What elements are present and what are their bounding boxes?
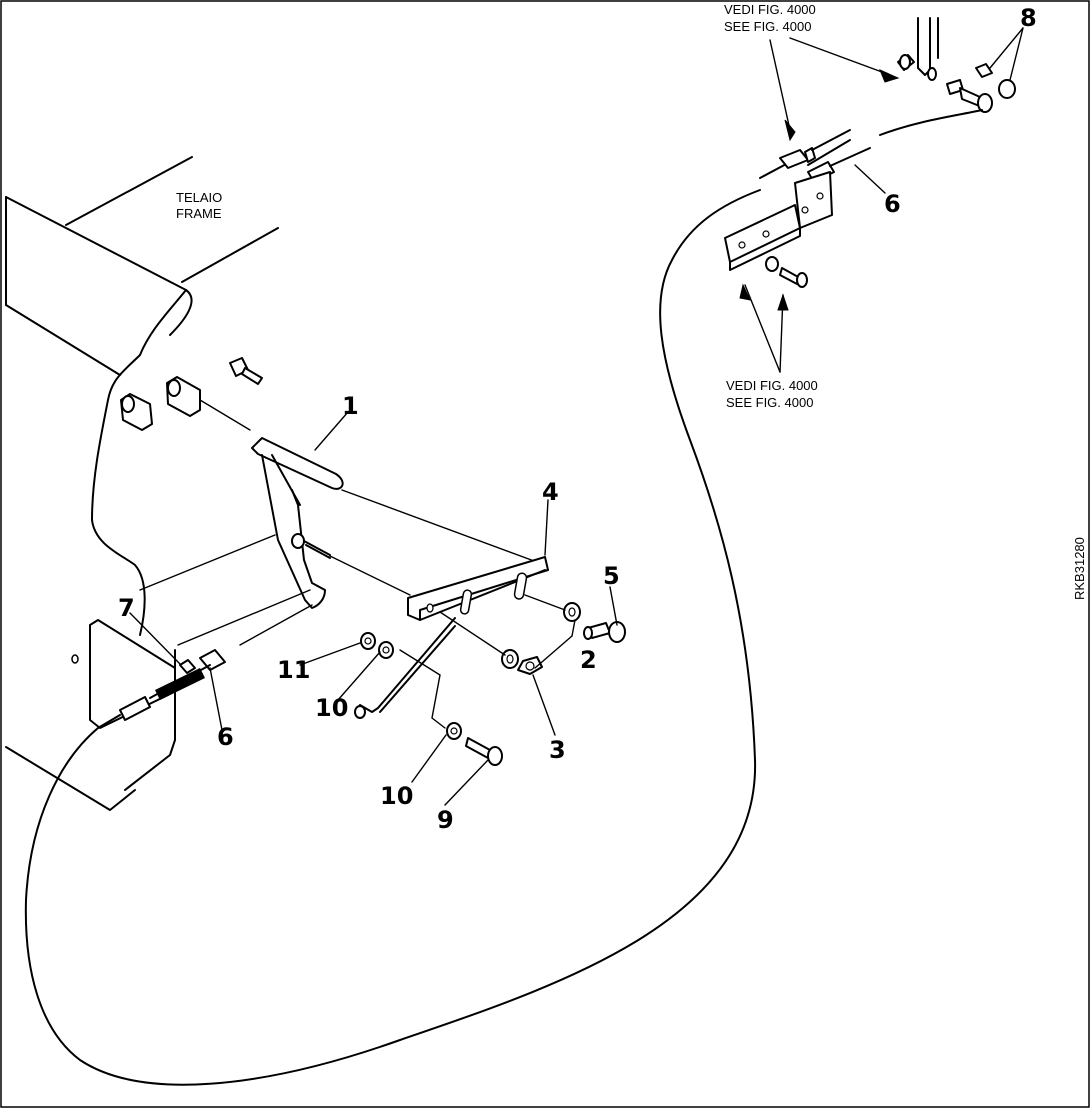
- callout-6-left: 6: [217, 723, 234, 751]
- ref-middle-line2: SEE FIG. 4000: [726, 395, 813, 410]
- callout-11: 11: [277, 656, 310, 684]
- ref-top-line1: VEDI FIG. 4000: [724, 2, 816, 17]
- callout-2: 2: [580, 646, 597, 674]
- callout-4: 4: [542, 478, 559, 506]
- callout-9: 9: [437, 806, 454, 834]
- spacer-bushings: [120, 376, 251, 431]
- hardware-right: [439, 594, 626, 675]
- mounting-plate: [354, 556, 549, 729]
- cable-left-end: [97, 604, 313, 729]
- ref-middle-line1: VEDI FIG. 4000: [726, 378, 818, 393]
- callout-7: 7: [118, 594, 135, 622]
- reference-arrows-top: [769, 37, 900, 142]
- control-cable: [24, 189, 761, 1086]
- drawing-code: RKB31280: [1072, 537, 1087, 600]
- callout-6-right: 6: [884, 190, 901, 218]
- callout-5: 5: [603, 562, 620, 590]
- pedal-bolt-top: [229, 357, 263, 385]
- upper-right-bracket: [879, 17, 1016, 136]
- frame-label-line2: FRAME: [176, 206, 222, 221]
- frame-label-line1: TELAIO: [176, 190, 222, 205]
- bolt-and-washer-lower: [446, 722, 503, 766]
- ref-top-line2: SEE FIG. 4000: [724, 19, 811, 34]
- callout-10-lower: 10: [380, 782, 413, 810]
- callout-3: 3: [549, 736, 566, 764]
- pivot-bolt: [291, 533, 411, 596]
- pedal-lever: [251, 437, 546, 609]
- cable-right-end: [759, 129, 871, 183]
- callout-10-upper: 10: [315, 694, 348, 722]
- right-clamp-bracket: [724, 171, 833, 288]
- hardware-left: [360, 632, 394, 659]
- callout-8: 8: [1020, 4, 1037, 32]
- frame-chassis: [5, 156, 311, 811]
- reference-arrows-middle: [739, 283, 789, 373]
- callout-1: 1: [342, 392, 359, 420]
- leader-lines: [129, 27, 1024, 806]
